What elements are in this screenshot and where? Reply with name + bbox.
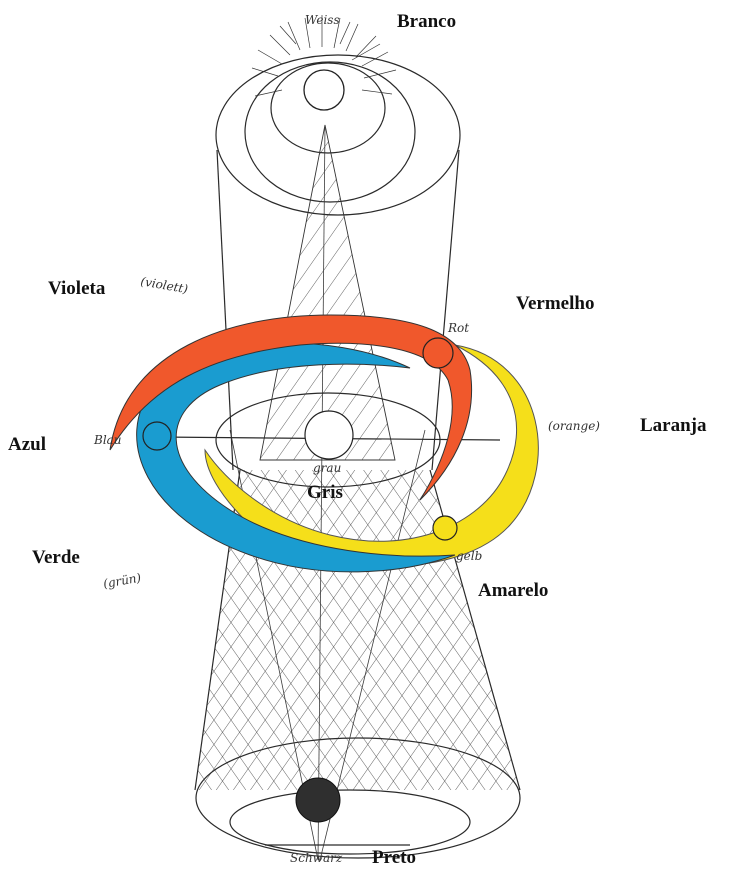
- label-azul: Azul: [8, 434, 46, 455]
- handwritten-blau: Blau: [93, 433, 122, 447]
- label-verde: Verde: [32, 547, 80, 568]
- yellow-circle: [433, 516, 457, 540]
- label-vermelho: Vermelho: [516, 293, 594, 314]
- handwritten-orange: (orange): [548, 419, 600, 433]
- handwritten-violett: (violett): [139, 274, 189, 296]
- label-laranja: Laranja: [640, 415, 707, 436]
- handwritten-rot: Rot: [447, 321, 469, 335]
- handwritten-schwarz: Schwarz: [290, 851, 343, 865]
- handwritten-grau: grau: [313, 461, 341, 475]
- grey-center-circle: [305, 411, 353, 459]
- white-pole-circle: [304, 70, 344, 110]
- label-preto: Preto: [372, 847, 416, 868]
- label-violeta: Violeta: [48, 278, 106, 299]
- label-gris: Gris: [307, 482, 343, 503]
- red-circle: [423, 338, 453, 368]
- handwritten-weiss: Weiss: [305, 13, 340, 27]
- label-branco: Branco: [397, 11, 456, 32]
- black-pole-circle: [296, 778, 340, 822]
- handwritten-gelb: gelb: [456, 549, 482, 563]
- blue-circle: [143, 422, 171, 450]
- handwritten-grun: (grün): [102, 570, 142, 590]
- upper-cone-hatch: [260, 125, 395, 460]
- label-amarelo: Amarelo: [478, 580, 548, 601]
